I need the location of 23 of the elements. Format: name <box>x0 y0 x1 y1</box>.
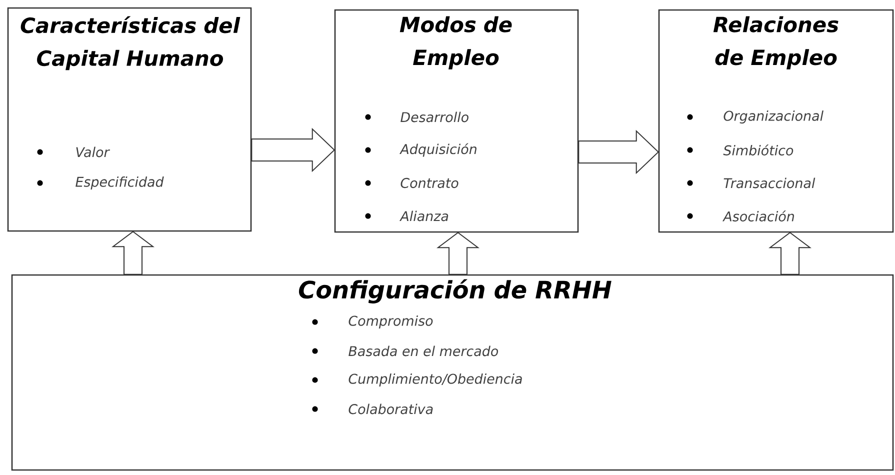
list-item: Adquisición <box>399 143 476 157</box>
list-item: Organizacional <box>724 110 824 124</box>
box-heading: Características del Capital Humano <box>20 16 240 70</box>
box-heading: Modos de Empleo <box>400 16 512 70</box>
list-item: Contrato <box>400 178 458 188</box>
list-item: Alianza <box>399 210 448 222</box>
list-item: Asociación <box>722 210 794 222</box>
block-arrow <box>251 128 336 172</box>
list-item: Cumplimiento/Obediencia <box>348 373 522 386</box>
block-arrow <box>436 232 480 275</box>
block-arrow <box>112 231 154 275</box>
list-item: Simbiótico <box>723 144 794 156</box>
list-item: Desarrollo <box>400 112 468 122</box>
list-item: Transaccional <box>724 178 816 188</box>
block-arrow <box>578 130 660 174</box>
list-item: Especificidad <box>76 176 164 190</box>
list-item: Basada en el mercado <box>348 346 498 356</box>
list-item: Compromiso <box>348 315 433 328</box>
box-heading: Relaciones de Empleo <box>713 16 838 70</box>
block-arrow <box>768 232 812 275</box>
list-item: Valor <box>76 146 110 158</box>
box-heading: Configuración de RRHH <box>298 279 612 304</box>
list-item: Colaborativa <box>348 404 433 414</box>
